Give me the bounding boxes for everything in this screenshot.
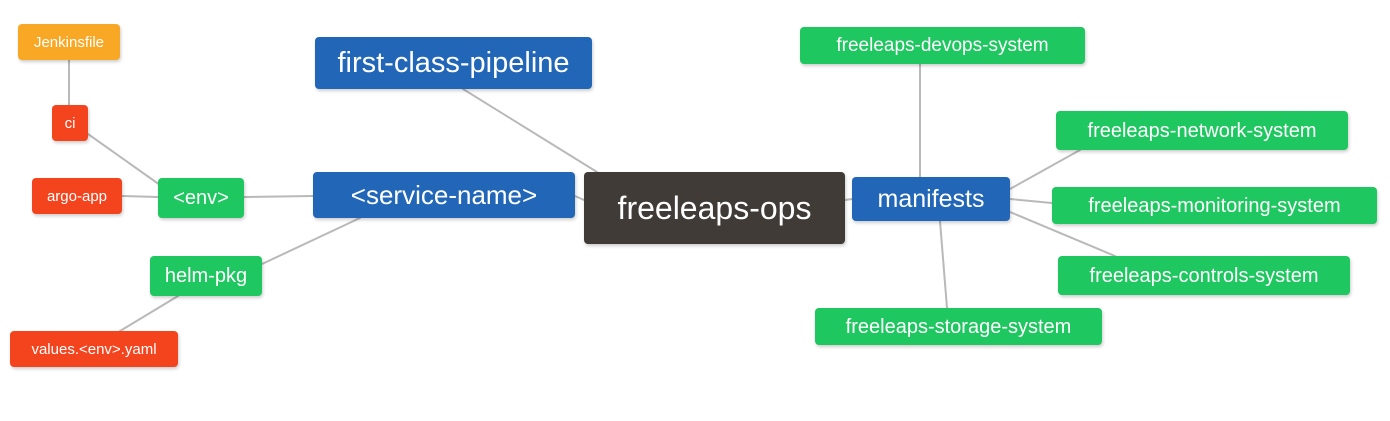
mindmap-node-freeleaps-storage-system[interactable]: freeleaps-storage-system: [815, 308, 1102, 345]
mindmap-node-label-freeleaps-storage-system: freeleaps-storage-system: [845, 315, 1072, 338]
mindmap-node-label-freeleaps-devops-system: freeleaps-devops-system: [836, 35, 1049, 56]
mindmap-node-freeleaps-monitoring-system[interactable]: freeleaps-monitoring-system: [1052, 187, 1377, 224]
mindmap-edge-e-argoapp-env: [121, 195, 159, 198]
mindmap-edge-e-env-servicename: [243, 195, 314, 198]
mindmap-node-label-values-env-yaml: values.<env>.yaml: [31, 340, 157, 358]
mindmap-edge-e-pipeline-ops: [462, 88, 598, 173]
mindmap-node-manifests[interactable]: manifests: [852, 177, 1010, 221]
mindmap-node-label-freeleaps-controls-system: freeleaps-controls-system: [1089, 264, 1319, 287]
mindmap-edge-e-manifests-storage: [939, 220, 948, 309]
mindmap-node-freeleaps-controls-system[interactable]: freeleaps-controls-system: [1058, 256, 1350, 295]
mindmap-node-label-service-name: <service-name>: [350, 180, 538, 210]
mindmap-edge-e-helmpkg-servicename: [261, 217, 361, 265]
mindmap-node-freeleaps-ops[interactable]: freeleaps-ops: [584, 172, 845, 244]
mindmap-node-argo-app[interactable]: argo-app: [32, 178, 122, 214]
mindmap-node-jenkinsfile[interactable]: Jenkinsfile: [18, 24, 120, 60]
mindmap-node-service-name[interactable]: <service-name>: [313, 172, 575, 218]
mindmap-node-values-env-yaml[interactable]: values.<env>.yaml: [10, 331, 178, 367]
mindmap-edge-e-manifests-monitoring: [1009, 198, 1053, 204]
mindmap-node-label-freeleaps-ops: freeleaps-ops: [617, 190, 812, 226]
mindmap-node-label-argo-app: argo-app: [46, 187, 108, 205]
mindmap-node-label-first-class-pipeline: first-class-pipeline: [337, 46, 570, 79]
mindmap-node-ci[interactable]: ci: [52, 105, 88, 141]
mindmap-node-label-ci: ci: [64, 114, 76, 132]
mindmap-node-env[interactable]: <env>: [158, 178, 244, 218]
mindmap-node-helm-pkg[interactable]: helm-pkg: [150, 256, 262, 296]
mindmap-node-label-freeleaps-monitoring-system: freeleaps-monitoring-system: [1088, 194, 1341, 217]
mindmap-node-label-jenkinsfile: Jenkinsfile: [33, 33, 105, 51]
mindmap-edge-e-manifests-network: [1009, 149, 1081, 190]
mindmap-edge-e-ops-manifests: [844, 198, 853, 201]
mindmap-node-freeleaps-devops-system[interactable]: freeleaps-devops-system: [800, 27, 1085, 64]
mindmap-node-first-class-pipeline[interactable]: first-class-pipeline: [315, 37, 592, 89]
mindmap-node-label-env: <env>: [173, 187, 229, 209]
mindmap-node-freeleaps-network-system[interactable]: freeleaps-network-system: [1056, 111, 1348, 150]
mindmap-node-label-freeleaps-network-system: freeleaps-network-system: [1087, 119, 1317, 142]
mindmap-edge-e-servicename-ops: [574, 195, 585, 201]
mindmap-node-label-manifests: manifests: [877, 184, 985, 213]
mindmap-node-label-helm-pkg: helm-pkg: [164, 265, 248, 287]
mindmap-edge-e-valuesyaml-helmpkg: [119, 295, 179, 332]
